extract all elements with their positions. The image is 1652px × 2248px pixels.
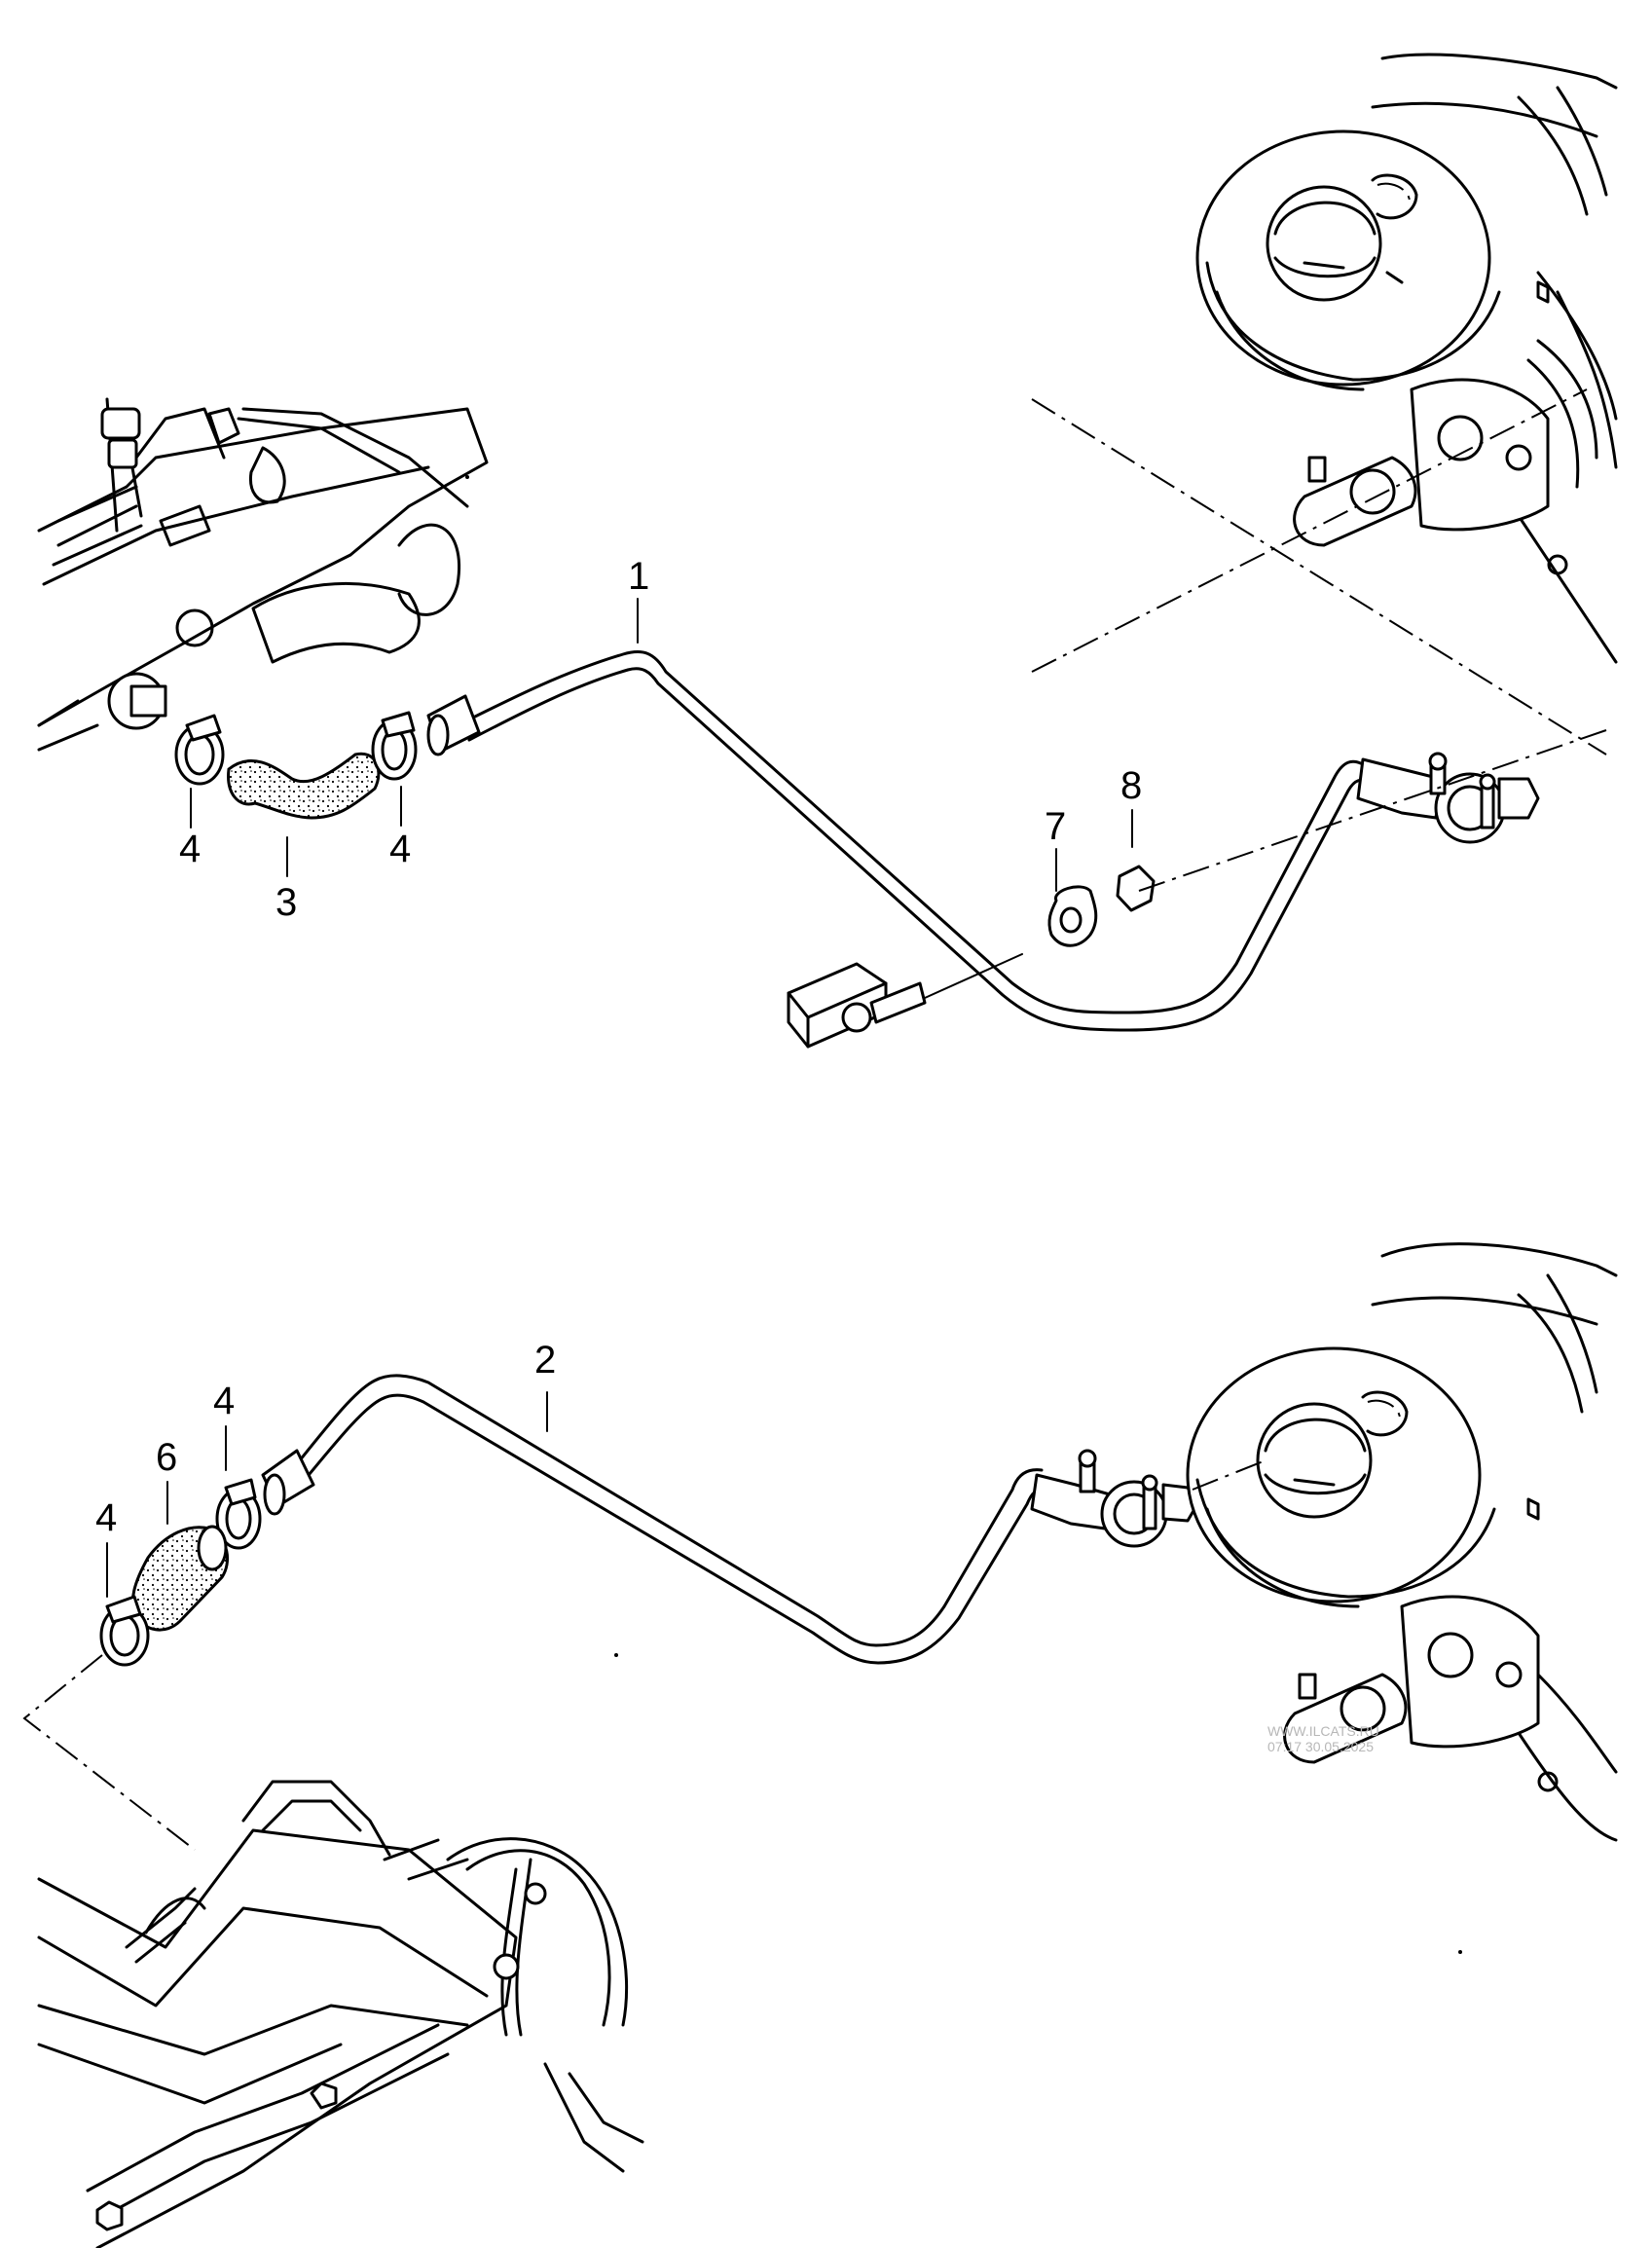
vacuum-line-part-2 (261, 1374, 1048, 1665)
watermark-site: WWW.ILCATS.RU (1267, 1723, 1379, 1739)
hose-clamp-4-top-left (174, 714, 225, 786)
callouts: 1 2 3 4 4 4 6 4 7 8 (95, 555, 1142, 1598)
engine-block-bottom (37, 1780, 644, 2248)
callout-6: 6 (156, 1436, 177, 1479)
vacuum-line-part-1 (426, 649, 1370, 1032)
callout-2: 2 (534, 1339, 556, 1382)
alignment-line-bottom (22, 1459, 1267, 1851)
bottom-assembly (22, 1242, 1618, 2248)
brake-booster-bottom (1186, 1242, 1618, 1842)
callout-4-top-right: 4 (389, 828, 411, 870)
hose-part-3 (227, 752, 381, 820)
callout-4-bottom-upper: 4 (213, 1380, 235, 1422)
callout-3: 3 (275, 881, 297, 924)
callout-4-bottom-lower: 4 (95, 1496, 117, 1539)
check-valve-top (1356, 752, 1540, 844)
top-assembly (37, 53, 1618, 1049)
stray-dot (614, 1653, 618, 1657)
check-valve-bottom (1030, 1449, 1199, 1548)
callout-1: 1 (628, 555, 649, 598)
watermark: WWW.ILCATS.RU 07:17 30.05.2025 (1267, 1723, 1379, 1754)
hose-clamp-4-top-right (371, 711, 418, 781)
hose-clamp-4-bottom-upper (215, 1478, 262, 1550)
brake-booster-top (1195, 53, 1618, 664)
stray-dot (465, 475, 469, 479)
callout-7: 7 (1045, 805, 1066, 848)
stray-dot (1458, 1950, 1462, 1954)
bracket-assembly-top (787, 865, 1156, 1049)
engine-intake-top (37, 397, 489, 752)
alignment-line-top (1031, 388, 1607, 892)
hose-part-6 (130, 1525, 230, 1632)
callout-4-top-left: 4 (179, 828, 201, 870)
watermark-timestamp: 07:17 30.05.2025 (1267, 1739, 1374, 1754)
hose-clamp-4-bottom-lower (99, 1595, 150, 1667)
callout-8: 8 (1120, 764, 1142, 807)
